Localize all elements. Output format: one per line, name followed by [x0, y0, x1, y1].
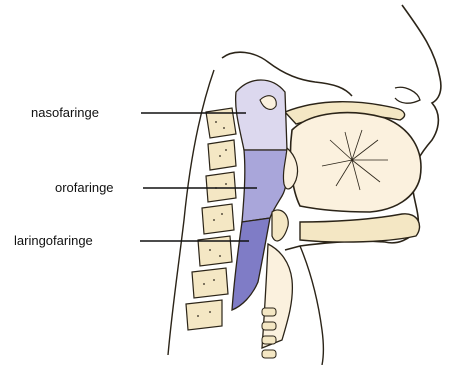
- mandible: [300, 214, 420, 242]
- nasopharynx-region: [236, 80, 287, 150]
- oropharynx-label: orofaringe: [55, 180, 114, 196]
- nasopharynx-label: nasofaringe: [31, 105, 99, 121]
- nostril-outline: [395, 87, 420, 103]
- larynx: [262, 244, 292, 348]
- epiglottis: [272, 210, 288, 241]
- neck-front-outline: [300, 246, 324, 365]
- vertebral-column: [186, 108, 236, 330]
- laryngopharynx-label: laringofaringe: [14, 233, 93, 249]
- tongue: [290, 113, 421, 212]
- laryngopharynx-region: [232, 218, 270, 310]
